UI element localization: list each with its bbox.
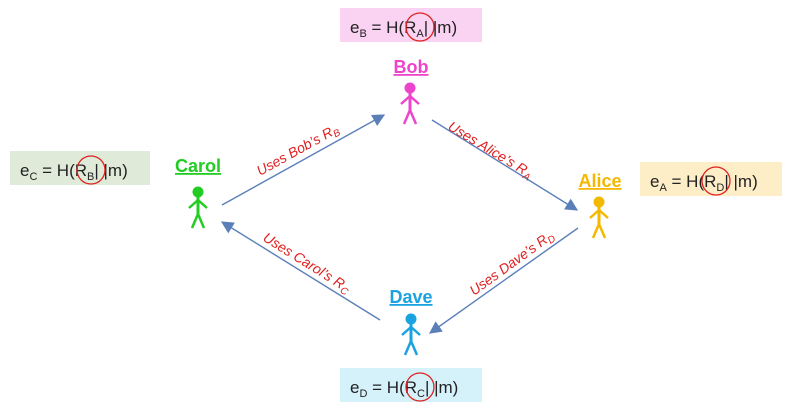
person-right-leg-carol (196, 213, 206, 229)
highlight-circle-bob (405, 12, 435, 42)
person-head-dave (405, 313, 417, 325)
party-name-bob: Bob (394, 57, 429, 77)
edge-label-alice-to-dave: Uses Dave’s RD (466, 227, 558, 301)
person-icon-dave (401, 313, 421, 356)
equation-alice: eA = H(RD| |m) (650, 172, 758, 194)
person-left-arm-bob (400, 95, 411, 105)
person-icon-alice (589, 196, 609, 239)
party-name-carol: Carol (175, 156, 221, 176)
person-right-leg-bob (408, 109, 418, 125)
person-right-leg-dave (409, 340, 419, 356)
person-right-arm-bob (409, 95, 420, 105)
person-left-leg-dave (403, 340, 413, 356)
person-head-carol (192, 186, 204, 198)
person-right-arm-dave (410, 326, 421, 336)
equation-box-dave: eD = H(RC| |m) (340, 368, 482, 402)
person-head-bob (404, 82, 416, 94)
party-name-alice: Alice (578, 171, 621, 191)
person-left-leg-alice (591, 223, 601, 239)
equation-box-bob-bg (340, 8, 482, 42)
arrow-icon-dave-to-carol (220, 221, 381, 321)
edge-label-dave-to-carol: Uses Carol’s RC (259, 229, 355, 299)
edge-label-bob-to-alice: Uses Alice’s RA (444, 118, 536, 184)
highlight-circle-carol (76, 155, 106, 185)
highlight-circle-dave (405, 372, 435, 402)
person-icon-bob (400, 82, 420, 125)
person-right-leg-alice (597, 223, 607, 239)
arrow-icon-carol-to-bob (221, 114, 386, 206)
person-right-arm-carol (197, 199, 208, 209)
equation-bob: eB = H(RA| |m) (350, 18, 457, 40)
arrow-icon-bob-to-alice (431, 119, 579, 211)
person-right-arm-alice (598, 209, 609, 219)
person-left-leg-carol (190, 213, 200, 229)
person-left-arm-dave (401, 326, 412, 336)
person-icon-carol (188, 186, 208, 229)
equation-box-bob: eB = H(RA| |m) (340, 8, 482, 42)
person-left-leg-bob (402, 109, 412, 125)
edge-label-carol-to-bob: Uses Bob’s RB (254, 120, 343, 181)
person-left-arm-carol (188, 199, 199, 209)
party-name-dave: Dave (389, 287, 432, 307)
arrow-icon-alice-to-dave (428, 227, 579, 334)
equation-carol: eC = H(RB| |m) (20, 161, 128, 183)
equation-box-dave-bg (340, 368, 482, 402)
equation-box-alice: eA = H(RD| |m) (640, 162, 782, 196)
person-left-arm-alice (589, 209, 600, 219)
equation-box-carol: eC = H(RB| |m) (10, 151, 150, 185)
person-head-alice (593, 196, 605, 208)
highlight-circle-alice (701, 166, 731, 196)
